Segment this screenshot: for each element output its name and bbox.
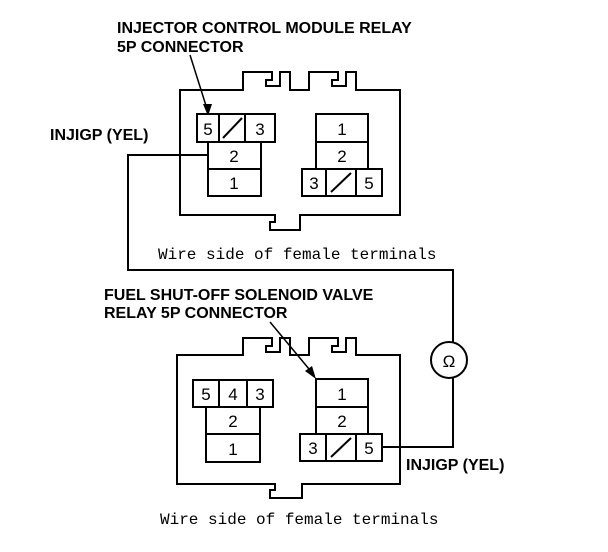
bottom-right-pin-3: 3 [308, 439, 317, 458]
top-left-pin-1: 1 [229, 174, 238, 193]
bottom-left-pin-4: 4 [228, 385, 237, 404]
bottom-left-terminal-block: 5 4 3 2 1 [192, 379, 274, 463]
bottom-caption: Wire side of female terminals [160, 511, 438, 529]
top-left-pin-2: 2 [229, 147, 238, 166]
bottom-wire-label: INJIGP (YEL) [406, 457, 504, 474]
bottom-title-leader [269, 321, 315, 376]
bottom-connector-title-line1: FUEL SHUT-OFF SOLENOID VALVE [104, 287, 374, 304]
top-right-pin-2: 2 [337, 147, 346, 166]
bottom-right-pin-5: 5 [364, 439, 373, 458]
top-caption: Wire side of female terminals [158, 246, 436, 264]
top-left-terminal-block: 5 3 2 1 [196, 113, 276, 197]
bottom-left-pin-5: 5 [201, 385, 210, 404]
top-right-pin-1: 1 [337, 120, 346, 139]
top-connector-title-line2: 5P CONNECTOR [117, 39, 244, 56]
test-lead-wire-lower [382, 378, 454, 448]
bottom-connector-title-line2: RELAY 5P CONNECTOR [104, 305, 288, 322]
top-connector-title-line1: INJECTOR CONTROL MODULE RELAY [117, 20, 412, 37]
bottom-right-pin-1: 1 [337, 385, 346, 404]
top-right-pin-3: 3 [309, 174, 318, 193]
top-title-leader [189, 54, 209, 113]
bottom-right-terminal-block: 1 2 3 5 [299, 378, 383, 462]
top-wire-label: INJIGP (YEL) [50, 127, 148, 144]
ohm-icon: Ω [443, 352, 456, 371]
top-title-arrowhead [203, 104, 212, 116]
top-left-pin-5: 5 [203, 120, 212, 139]
bottom-right-pin-2: 2 [337, 412, 346, 431]
ohmmeter-symbol [430, 341, 468, 379]
bottom-left-pin-3: 3 [255, 385, 264, 404]
bottom-title-arrowhead [305, 366, 316, 379]
bottom-left-pin-2: 2 [228, 412, 237, 431]
top-connector-housing [179, 71, 401, 231]
test-lead-wire [127, 154, 454, 343]
bottom-left-pin-1: 1 [228, 440, 237, 459]
top-right-terminal-block: 1 2 3 5 [301, 113, 383, 197]
bottom-connector-housing [176, 337, 401, 499]
top-left-pin-3: 3 [255, 120, 264, 139]
top-right-pin-5: 5 [364, 174, 373, 193]
